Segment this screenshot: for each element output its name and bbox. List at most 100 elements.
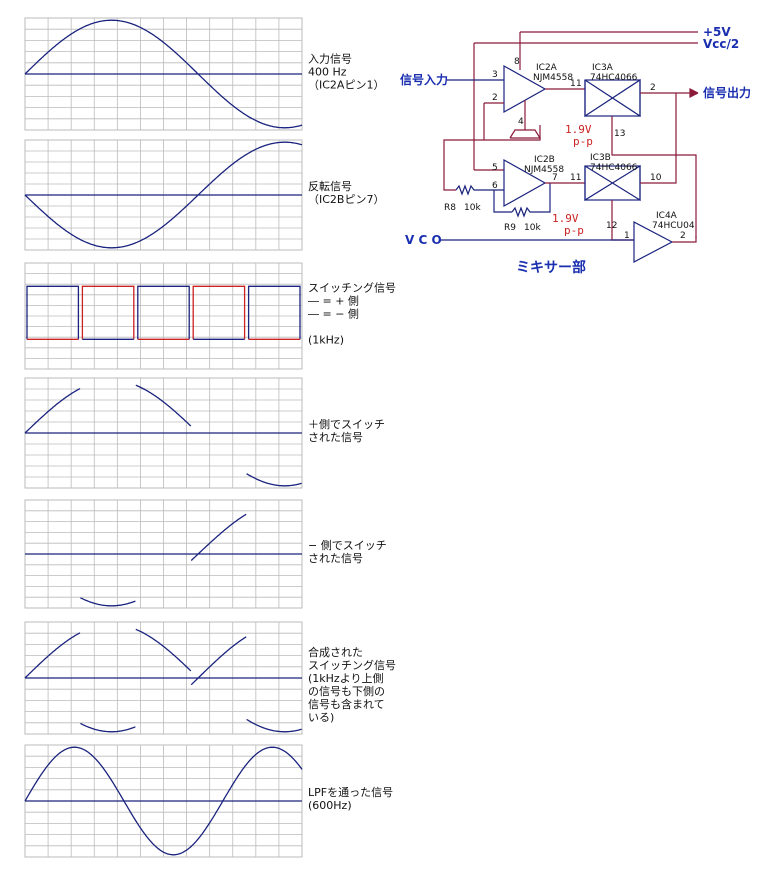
r8-resistor [455, 184, 484, 196]
ic3a-pin2: 2 [650, 83, 656, 93]
ic2a-pin4-ground [509, 129, 542, 139]
ic4a-inverter-symbol [633, 221, 674, 263]
ic2a-name: IC2A [536, 63, 558, 73]
ic2a-pin8: 8 [514, 57, 520, 67]
r8-name: R8 [444, 203, 456, 213]
square-segment-upper [81, 285, 135, 340]
r8-value: 10k [464, 203, 481, 213]
schematic-title: ミキサー部 [516, 259, 586, 276]
panel-label-line: 入力信号 [308, 53, 352, 66]
square-segment-upper [26, 285, 80, 340]
level-b-pp: p-p [564, 224, 584, 237]
panel-label-line: 400 Hz [308, 66, 347, 79]
ic3a-pin1: 1 [576, 79, 582, 89]
panel-label-line: （IC2Aピン1） [308, 79, 384, 92]
ic3a-part: 74HC4066 [590, 73, 638, 83]
output-arrow [689, 88, 699, 98]
level-a-pp: p-p [573, 135, 593, 148]
mixer-schematic [440, 31, 699, 263]
switched-segment [24, 388, 81, 434]
panel-label-line: LPFを通った信号 [308, 786, 393, 799]
switched-segment [80, 597, 136, 607]
square-segment-upper [137, 285, 190, 340]
ic2b-to-ic2a-feedback [443, 139, 484, 191]
panel-label-line: ― = + 側 [308, 295, 359, 308]
panel-label-line: (1kHz) [308, 334, 344, 347]
ic4a-output-wire [672, 236, 697, 243]
panel-grid [25, 263, 302, 369]
panel-label-line: − 側でスイッチ [308, 539, 387, 552]
ic3b-name: IC3B [590, 153, 611, 163]
switched-segment [135, 628, 192, 672]
switched-segment [246, 718, 302, 733]
panel-label-line: された信号 [308, 431, 363, 444]
panel-label-line: (1kHzより上側 [308, 672, 384, 685]
ic2a-feedback [483, 103, 541, 141]
r9-feedback-wire [493, 190, 512, 213]
ic2a-part: NJM4558 [533, 73, 573, 83]
square-segment-upper [192, 285, 246, 340]
ic4a-part: 74HCU04 [652, 221, 695, 231]
switched-segment [24, 632, 81, 679]
ic2b-pin5: 5 [492, 163, 498, 173]
panel-label-line: 反転信号 [308, 180, 352, 193]
ic2b-opamp-symbol [503, 158, 547, 208]
panel-label-line: (600Hz) [308, 799, 352, 812]
r9-name: R9 [504, 223, 516, 233]
ic3b-pin11: 11 [570, 173, 581, 183]
ic3a-pin13: 13 [614, 129, 625, 139]
signal-input-label: 信号入力 [400, 72, 448, 87]
ic2a-pin4: 4 [518, 117, 524, 127]
panel-label-line: ＋側でスイッチ [308, 418, 385, 431]
vco-label: V C O [405, 233, 442, 247]
panel-label-line: （IC2Bピン7） [308, 193, 384, 206]
level-a-voltage: 1.9V [565, 123, 592, 136]
ic2b-name: IC2B [534, 155, 555, 165]
ic2a-pin1: 1 [570, 79, 576, 89]
ic2b-part: NJM4558 [524, 165, 564, 175]
panel-label-line: された信号 [308, 552, 363, 565]
ic3a-name: IC3A [592, 63, 614, 73]
vhalf-label: Vcc/2 [703, 37, 739, 51]
ic4a-pin1: 1 [624, 231, 630, 241]
panel-label-line: の信号も下側の [308, 685, 385, 698]
ic3b-part: 74HC4066 [590, 163, 638, 173]
ic3b-out-wire [640, 93, 677, 184]
panel-switching: スイッチング信号― = + 側― = − 側(1kHz) [24, 262, 396, 370]
ic3a-switch-symbol [584, 78, 641, 118]
ic2a-pin2: 2 [492, 93, 498, 103]
ic3a-ctrl-wire [611, 116, 697, 238]
ic2b-pin6: 6 [492, 181, 498, 191]
switched-segment [190, 513, 247, 561]
panel-inverted: 反転信号（IC2Bピン7） [24, 139, 384, 251]
ic3b-pin12: 12 [606, 221, 617, 231]
switched-segment [190, 636, 247, 686]
square-segment-upper [247, 285, 301, 340]
panel-lpf: LPFを通った信号(600Hz) [24, 744, 393, 858]
panel-label-line: 合成された [308, 645, 363, 659]
vplus-label: +5V [703, 25, 731, 39]
panel-label-line: 信号も含まれて [308, 697, 385, 711]
ic3b-pin10: 10 [650, 173, 662, 183]
ic4a-pin2: 2 [680, 231, 686, 241]
ic3b-switch-symbol [584, 164, 641, 202]
ic4a-name: IC4A [656, 211, 678, 221]
r9-value: 10k [524, 223, 541, 233]
schematic-labels: +5V Vcc/2 信号入力 信号出力 V C O ミキサー部 IC2A NJM… [400, 25, 751, 276]
waveform-trace [24, 746, 303, 856]
ic3b-ctrl-wire [611, 200, 634, 241]
signal-output-label: 信号出力 [703, 85, 751, 100]
waveform-trace [24, 19, 303, 129]
panel-label-line: スイッチング信号 [308, 658, 396, 672]
ic2b-pin7: 7 [552, 173, 558, 183]
switched-segment [80, 722, 136, 733]
waveform-trace [24, 141, 303, 249]
switched-segment [246, 473, 302, 487]
r9-resistor [511, 183, 551, 218]
